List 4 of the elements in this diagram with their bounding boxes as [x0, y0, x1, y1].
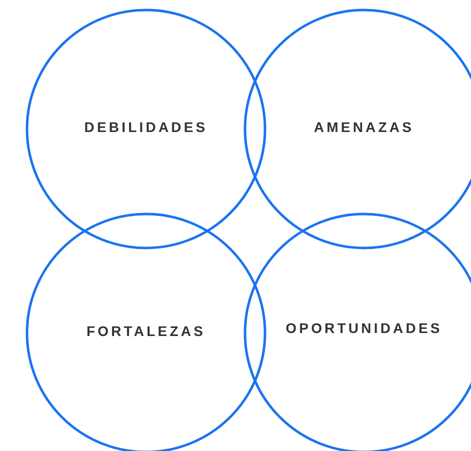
quadrant-label: AMENAZAS: [312, 119, 416, 135]
quadrant-label: OPORTUNIDADES: [284, 320, 444, 336]
quadrant-label: FORTALEZAS: [85, 323, 207, 339]
quadrant-label: DEBILIDADES: [83, 119, 209, 135]
